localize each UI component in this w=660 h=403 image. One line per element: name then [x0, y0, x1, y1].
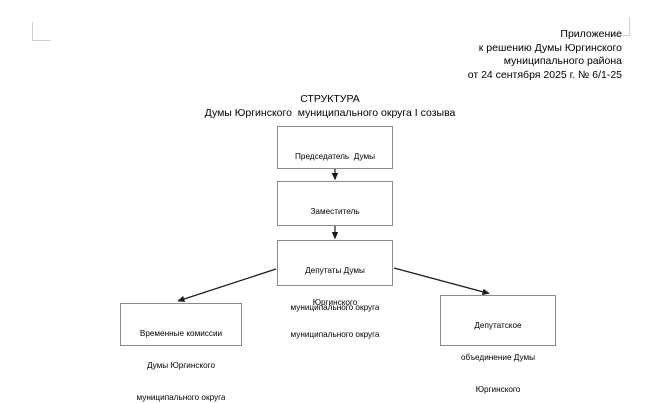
node-association-line-1: Депутатское [474, 321, 522, 331]
node-association-line-2: объединение Думы [460, 352, 536, 362]
header-line-1: Приложение [560, 28, 622, 40]
node-temporary-commissions: Временные комиссии Думы Юргинского муниц… [120, 303, 242, 402]
header-line-2: к решению Думы Юргинского [478, 41, 622, 54]
node-deputy-chair-line-4: муниципального округа [290, 302, 380, 312]
header-line-3: муниципального района [503, 55, 622, 68]
node-deputies: Депутаты Думы Юргинского муниципального … [277, 240, 393, 339]
node-deputies-line-1: Депутаты Думы [305, 266, 365, 276]
node-deputy-chair-line-1: Заместитель [310, 207, 360, 217]
page-title: СТРУКТУРА Думы Юргинского муниципального… [0, 93, 660, 120]
node-chair: Председатель Думы Юргинского муниципальн… [277, 126, 393, 225]
node-commissions-line-2: Думы Юргинского [146, 360, 216, 370]
edge-deputies-to-commissions [177, 268, 277, 303]
node-association-line-3: Юргинского [475, 384, 521, 394]
edge-deputies-to-association [393, 267, 490, 295]
node-deputies-line-2: Юргинского [312, 297, 358, 307]
title-line-1: СТРУКТУРА [300, 93, 360, 105]
crop-mark-top-left [32, 22, 51, 41]
document-header: Приложение к решению Думы Юргинского мун… [468, 28, 622, 82]
node-deputy-chair: Заместитель Председателя Думы Юргинского… [277, 181, 393, 312]
header-line-4: от 24 сентября 2025 г. № 6/1-25 [467, 68, 622, 81]
node-commissions-line-3: муниципального округа [136, 392, 226, 402]
node-deputy-association: Депутатское объединение Думы Юргинского … [440, 295, 556, 394]
node-chair-line-1: Председатель Думы [295, 152, 375, 162]
node-commissions-line-1: Временные комиссии [139, 329, 223, 339]
title-line-2: Думы Юргинского муниципального округа I … [204, 106, 456, 119]
node-deputies-line-3: муниципального округа [290, 329, 380, 339]
